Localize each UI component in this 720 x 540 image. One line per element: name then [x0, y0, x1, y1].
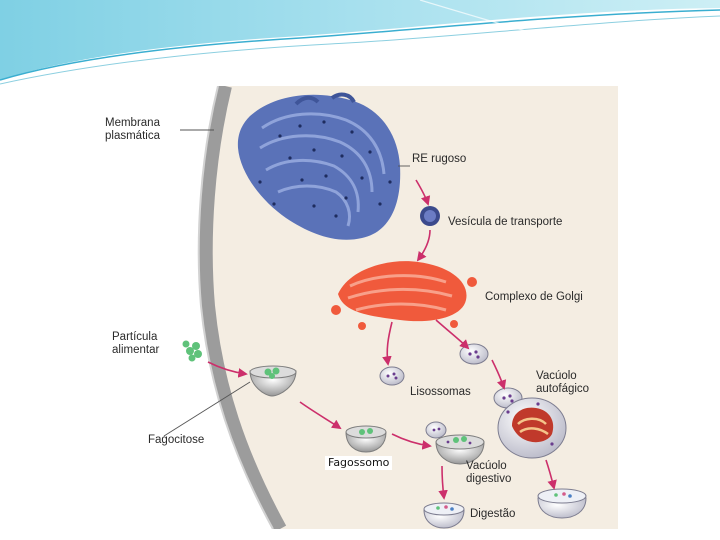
digestive-vacuole: [435, 434, 485, 465]
arrows: [207, 179, 557, 500]
label-transport-vesicle: Vesícula de transporte: [448, 216, 563, 228]
label-food-particle: Partícula alimentar: [112, 331, 160, 356]
leader-lines: [163, 129, 410, 437]
label-lysosomes: Lisossomas: [410, 386, 471, 398]
label-plasma-membrane: Membrana plasmática: [105, 117, 160, 142]
rough-er: [237, 92, 401, 240]
plasma-membrane: [198, 86, 287, 529]
label-digestion: Digestão: [470, 508, 516, 520]
label-phagocytosis: Fagocitose: [148, 434, 205, 446]
label-rough-er: RE rugoso: [412, 153, 467, 165]
label-autophagic-vacuole: Vacúolo autofágico: [536, 370, 590, 395]
lysosomes: [379, 343, 523, 439]
food-particle: [182, 340, 202, 362]
label-golgi-complex: Complexo de Golgi: [485, 291, 583, 303]
cell-diagram-figure: Membrana plasmática RE rugoso Vesícula d…: [100, 86, 618, 529]
golgi-complex: [331, 261, 477, 330]
phagocytosis-cup: [249, 365, 297, 397]
label-digestive-vacuole: Vacúolo digestivo: [466, 460, 512, 485]
digestion-vesicles: [423, 488, 587, 529]
label-phagosome: Fagossomo: [325, 456, 393, 470]
slide-header-banner: [0, 0, 720, 85]
phagosome: [345, 425, 387, 453]
autophagic-vacuole: [497, 397, 567, 459]
cell-illustration: [163, 86, 618, 529]
